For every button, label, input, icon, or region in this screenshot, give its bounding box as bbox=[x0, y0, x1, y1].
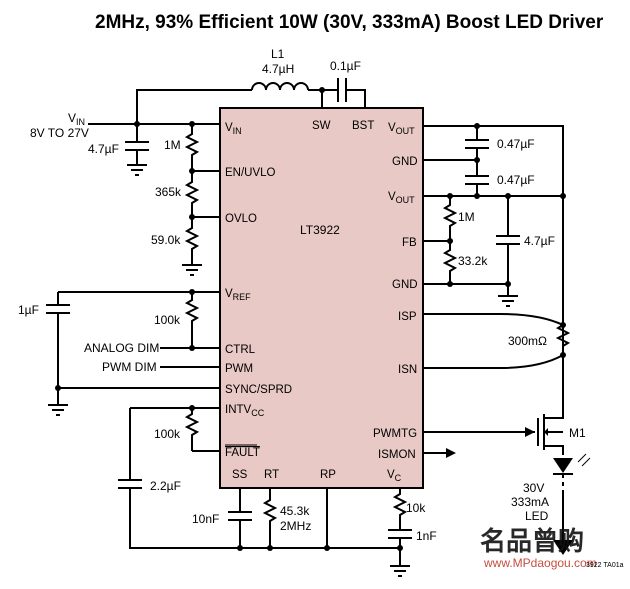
pin-fb: FB bbox=[402, 237, 417, 249]
r-fault-label: 100k bbox=[154, 427, 181, 441]
c-out2-label: 0.47µF bbox=[497, 173, 535, 187]
f-rt-label: 2MHz bbox=[280, 519, 311, 533]
r-sense-label: 300mΩ bbox=[508, 334, 547, 348]
ss-capacitor bbox=[228, 488, 252, 551]
pin-rp: RP bbox=[320, 469, 336, 481]
r-en-top-label: 1M bbox=[164, 138, 181, 152]
bst-cap-label: 0.1µF bbox=[330, 59, 361, 73]
pin-ismon: ISMON bbox=[378, 449, 416, 461]
analog-dim-label: ANALOG DIM bbox=[84, 341, 159, 355]
rt-resistor bbox=[262, 488, 278, 551]
ic-body bbox=[219, 107, 424, 489]
pin-ctrl: CTRL bbox=[225, 344, 256, 356]
vc-compensation bbox=[388, 488, 412, 577]
pin-vc: VC bbox=[387, 469, 402, 483]
mosfet-label: M1 bbox=[569, 426, 586, 440]
pin-vout-2: VOUT bbox=[388, 191, 415, 205]
pin-gnd-2: GND bbox=[392, 279, 418, 291]
bst-capacitor bbox=[337, 78, 366, 108]
watermark-url: www.MPdaogou.com bbox=[483, 556, 597, 570]
pin-isp: ISP bbox=[398, 311, 417, 323]
pin-pwmtg: PWMTG bbox=[373, 428, 417, 440]
pin-bst: BST bbox=[352, 120, 374, 132]
r-en-mid-label: 365k bbox=[155, 185, 182, 199]
inductor-l1 bbox=[136, 82, 338, 124]
c-vc-label: 1nF bbox=[416, 529, 437, 543]
c-out1-label: 0.47µF bbox=[497, 137, 535, 151]
r-fb-bot-label: 33.2k bbox=[458, 254, 488, 268]
pin-isn: ISN bbox=[398, 364, 417, 376]
en-uvlo-divider bbox=[182, 124, 220, 276]
led-label: LED bbox=[525, 509, 549, 523]
cref-label: 1µF bbox=[18, 303, 39, 317]
pin-fault: FAULT bbox=[225, 447, 260, 459]
pin-vref: VREF bbox=[225, 288, 251, 302]
pin-intvcc: INTVCC bbox=[225, 404, 265, 418]
ic-part-label: LT3922 bbox=[300, 223, 340, 237]
mosfet-m1 bbox=[423, 355, 564, 455]
sense-resistor bbox=[423, 313, 571, 369]
c-intvcc-label: 2.2µF bbox=[150, 479, 181, 493]
r-ref-label: 100k bbox=[154, 313, 181, 327]
inductor-value-label: 4.7µH bbox=[262, 62, 294, 76]
vin-range-label: 8V TO 27V bbox=[30, 126, 89, 140]
pwm-dim-label: PWM DIM bbox=[102, 360, 157, 374]
c-out3-label: 4.7µF bbox=[524, 234, 555, 248]
r-fb-top-label: 1M bbox=[458, 210, 475, 224]
led-current-label: 333mA bbox=[511, 495, 549, 509]
pin-vout-1: VOUT bbox=[388, 122, 415, 136]
r-en-bot-label: 59.0k bbox=[151, 233, 181, 247]
pin-sync-sprd: SYNC/SPRD bbox=[225, 384, 292, 396]
inductor-ref-label: L1 bbox=[271, 47, 285, 61]
sync-sprd-ground bbox=[48, 385, 220, 416]
led-voltage-label: 30V bbox=[523, 481, 544, 495]
watermark-logo: 名品曾购 www.MPdaogou.com bbox=[480, 526, 597, 570]
r-rt-label: 45.3k bbox=[280, 504, 310, 518]
figure-id: 3922 TA01a bbox=[586, 562, 624, 569]
pin-gnd-1: GND bbox=[392, 156, 418, 168]
vin-label: VIN bbox=[68, 111, 85, 127]
vref-network bbox=[46, 289, 220, 390]
watermark-text: 名品曾购 bbox=[480, 526, 584, 557]
c-ss-label: 10nF bbox=[192, 512, 219, 526]
pin-ovlo: OVLO bbox=[225, 213, 257, 225]
ismon-arrow bbox=[423, 448, 456, 458]
pin-en-uvlo: EN/UVLO bbox=[225, 167, 276, 179]
pin-vin: VIN bbox=[225, 122, 242, 136]
feedback-divider bbox=[423, 193, 520, 307]
pin-pwm: PWM bbox=[225, 363, 253, 375]
r-vc-label: 10k bbox=[406, 501, 426, 515]
vin-net bbox=[88, 121, 220, 176]
cin-label: 4.7µF bbox=[88, 142, 119, 156]
pin-ss: SS bbox=[232, 469, 248, 481]
output-capacitors bbox=[423, 123, 566, 418]
intvcc-network bbox=[118, 405, 400, 549]
pin-sw: SW bbox=[312, 120, 331, 132]
pin-rt: RT bbox=[264, 469, 279, 481]
page-title: 2MHz, 93% Efficient 10W (30V, 333mA) Boo… bbox=[95, 12, 604, 33]
rp-wire bbox=[324, 488, 330, 551]
led-string bbox=[553, 453, 591, 555]
